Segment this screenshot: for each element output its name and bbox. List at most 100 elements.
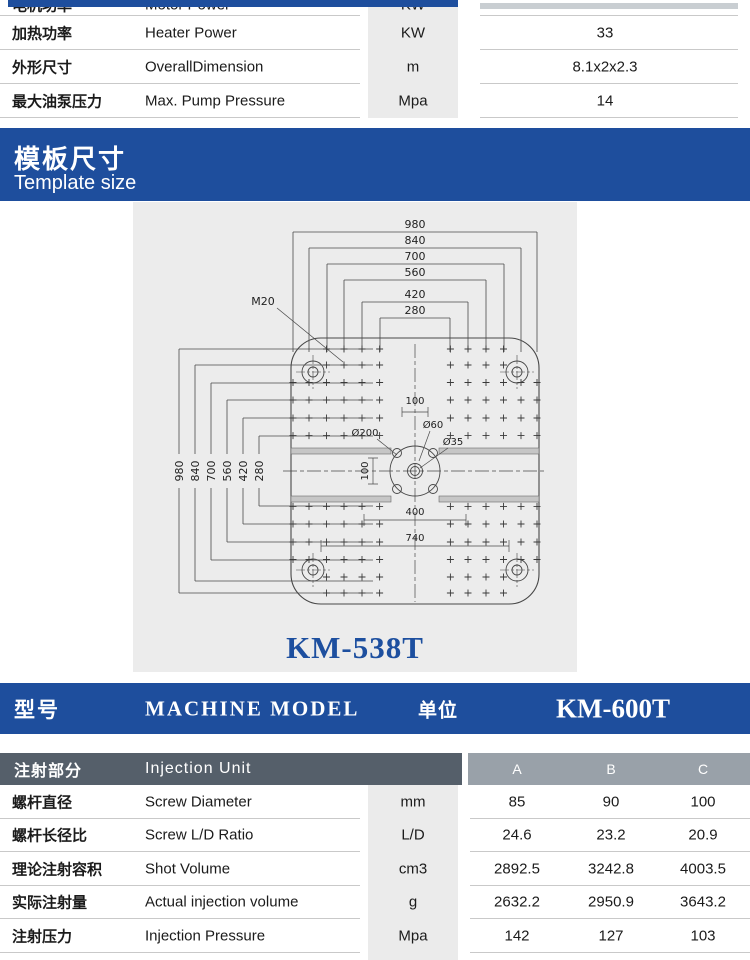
row-unit: L/D (401, 826, 425, 844)
row-divider (470, 851, 750, 852)
row-unit: m (406, 58, 420, 76)
diagram-model-label: KM-538T (286, 630, 424, 665)
left-dim-label-0: 980 (173, 461, 186, 482)
row-label-cn: 螺杆长径比 (12, 827, 88, 845)
top-dim-label-0: 980 (405, 218, 426, 231)
platen-drawing: 980 840 700 560 420 280 M20 980 840 70 (173, 218, 547, 605)
clipped-header-remnant (8, 0, 458, 7)
row-label-cn: 理论注射容积 (12, 861, 103, 879)
locating-ring-200 (389, 445, 441, 497)
section-banner-template-size: 模板尺寸 Template size (0, 128, 750, 201)
model-header-en: MACHINE MODEL (145, 696, 360, 720)
row-unit: mm (400, 793, 426, 811)
row-divider (0, 83, 360, 84)
power-spec-table: 电机功率 Motor Power KW 加热功率 Heater Power KW… (0, 0, 750, 118)
top-dim-label-2: 700 (405, 250, 426, 263)
label-400: 400 (405, 507, 424, 518)
row-label-en: Screw Diameter (145, 793, 252, 811)
top-dim-label-5: 280 (405, 304, 426, 317)
row-divider (0, 817, 360, 819)
row-value-c: 103 (690, 927, 716, 945)
hole-35 (410, 466, 420, 476)
top-dim-label-1: 840 (405, 234, 426, 247)
row-value-c: 3643.2 (680, 893, 726, 911)
unit-column-background (368, 0, 458, 118)
unit-column-background (368, 785, 458, 960)
model-header-unit-label: 单位 (418, 700, 459, 721)
leader-d35 (419, 447, 449, 469)
dimension-lines-top (276, 231, 538, 363)
leader-d200 (376, 438, 398, 456)
dimension-lines-left (178, 348, 373, 594)
model-header-cn: 型号 (14, 698, 60, 722)
left-dim-label-2: 700 (205, 461, 218, 482)
row-label-en: OverallDimension (145, 58, 264, 76)
label-d60: Ø60 (423, 419, 444, 431)
row-value: 14 (596, 92, 614, 110)
row-value-a: 2632.2 (494, 893, 540, 911)
model-header-bar: 型号 MACHINE MODEL 单位 KM-600T (0, 683, 750, 734)
row-unit: Mpa (398, 927, 428, 945)
row-value-a: 85 (508, 793, 526, 811)
row-divider (480, 83, 738, 84)
clipped-header-remnant-grey (480, 3, 738, 9)
row-label-en: Max. Pump Pressure (145, 92, 286, 110)
dimension-labels-left: 980 840 700 560 420 280 (173, 461, 266, 482)
row-unit: cm3 (398, 860, 428, 878)
row-value: 8.1x2x2.3 (572, 58, 638, 76)
corner-hole (500, 553, 534, 587)
label-d200: Ø200 (352, 427, 379, 439)
dim-100-left (368, 457, 378, 485)
row-value: 33 (596, 24, 614, 42)
column-header-b: B (606, 761, 616, 777)
section-header-injection-unit: 注射部分 Injection Unit (0, 753, 462, 785)
row-value-a: 24.6 (502, 826, 532, 844)
row-label-cn: 实际注射量 (12, 894, 88, 912)
table-row: 最大油泵压力 Max. Pump Pressure Mpa 14 (0, 84, 750, 118)
dim-740 (320, 540, 510, 552)
label-d35: Ø35 (443, 436, 464, 448)
table-row: 螺杆长径比 Screw L/D Ratio L/D 24.6 23.2 20.9 (0, 819, 750, 852)
hole-60 (407, 463, 423, 479)
top-dim-label-4: 420 (405, 288, 426, 301)
banner-title-cn: 模板尺寸 (14, 144, 127, 174)
clamp-slots (290, 447, 540, 503)
row-divider (0, 117, 360, 118)
section-header-columns: A B C (468, 753, 750, 785)
banner-title-en: Template size (14, 172, 137, 194)
label-740: 740 (405, 533, 424, 544)
column-header-a: A (512, 761, 522, 777)
top-dim-label-3: 560 (405, 266, 426, 279)
bolt-hole (392, 448, 402, 458)
row-divider (470, 951, 750, 953)
left-dim-label-4: 420 (237, 461, 250, 482)
row-divider (470, 884, 750, 886)
row-label-en: Injection Pressure (145, 927, 266, 945)
row-value-b: 2950.9 (588, 893, 634, 911)
row-value-a: 142 (504, 927, 530, 945)
table-row: 实际注射量 Actual injection volume g 2632.2 2… (0, 886, 750, 919)
row-unit: Mpa (398, 92, 428, 110)
centerlines (283, 344, 547, 602)
hole-grid (289, 345, 541, 597)
row-divider (480, 117, 738, 118)
corner-hole (296, 553, 330, 587)
row-label-cn: 加热功率 (12, 25, 73, 43)
bolt-hole (392, 484, 402, 494)
row-divider (0, 918, 360, 919)
dimension-labels-top: 980 840 700 560 420 280 M20 (251, 218, 425, 317)
table-row: 注射压力 Injection Pressure Mpa 142 127 103 (0, 919, 750, 953)
row-divider (0, 851, 360, 852)
row-divider (470, 918, 750, 919)
bolt-hole (428, 448, 438, 458)
row-divider (480, 49, 738, 50)
row-divider (0, 951, 360, 953)
row-label-cn: 注射压力 (12, 928, 73, 946)
label-100-left: 100 (360, 461, 371, 480)
row-value-b: 23.2 (596, 826, 626, 844)
row-label-en: Actual injection volume (145, 893, 299, 911)
row-divider (0, 49, 360, 50)
row-label-en: Heater Power (145, 24, 237, 42)
model-header-model: KM-600T (556, 693, 670, 723)
